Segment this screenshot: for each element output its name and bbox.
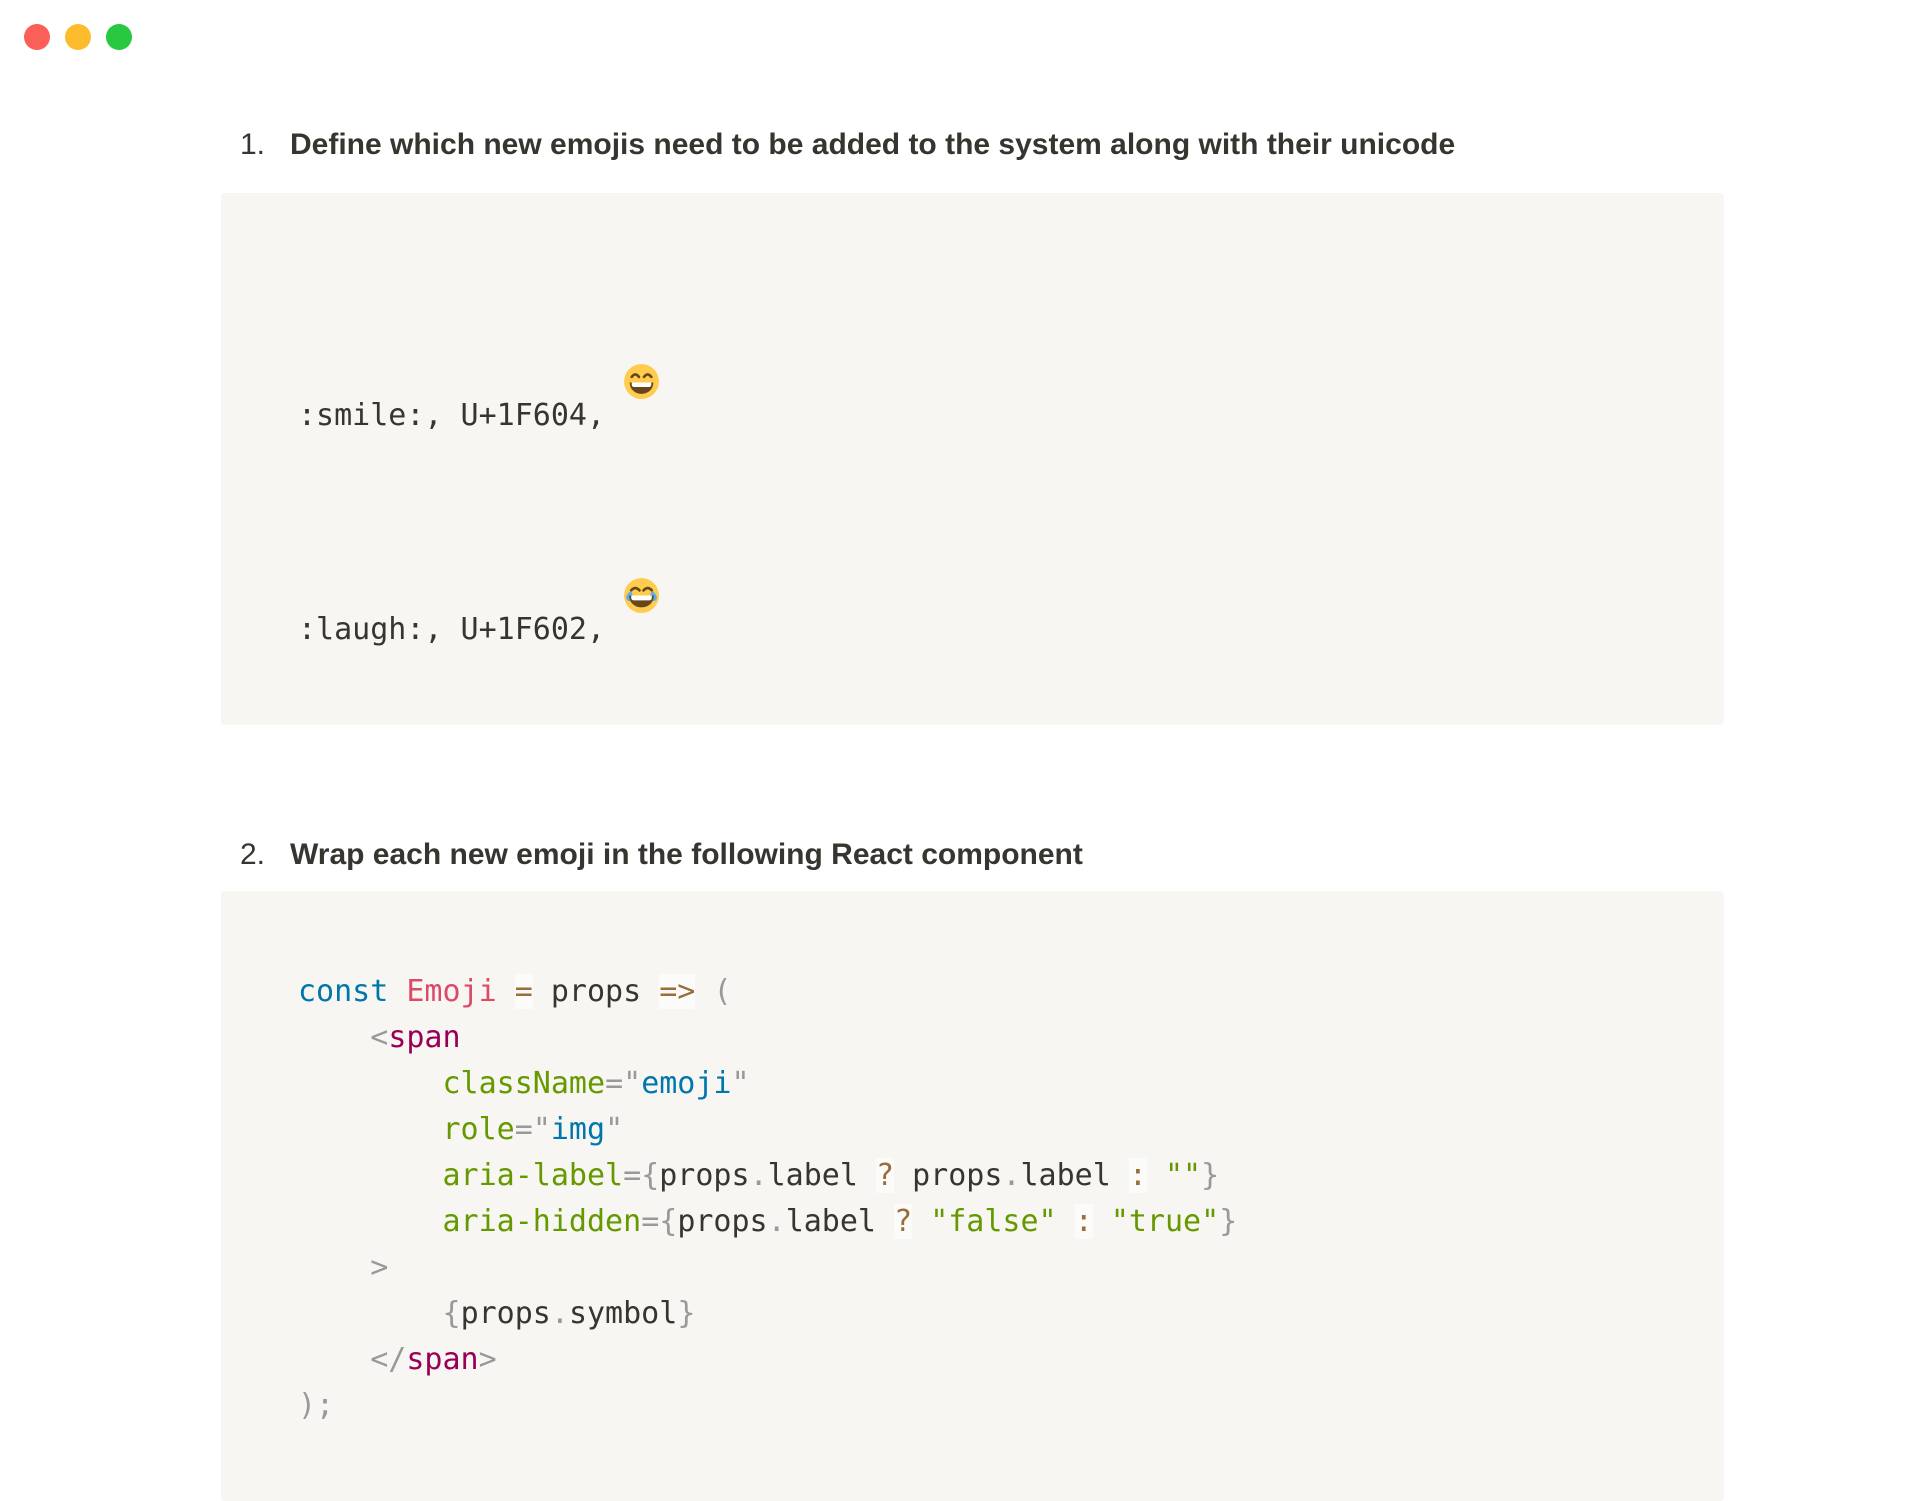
code-line: > bbox=[370, 1250, 389, 1285]
list-item-2-heading: 2. Wrap each new emoji in the following … bbox=[221, 835, 1724, 875]
code-line: role="img" bbox=[442, 1112, 624, 1147]
code-line: <span bbox=[370, 1020, 461, 1055]
laugh-tears-emoji-icon bbox=[623, 485, 660, 613]
code-line: {props.symbol} bbox=[442, 1296, 696, 1331]
list-item-1-heading: 1. Define which new emojis need to be ad… bbox=[221, 125, 1724, 165]
smile-open-emoji-icon bbox=[623, 271, 660, 399]
code-line: const Emoji = props => ( bbox=[298, 974, 732, 1009]
code-line: </span> bbox=[370, 1342, 497, 1377]
code-line: className="emoji" bbox=[442, 1066, 750, 1101]
list-item-2-title: Wrap each new emoji in the following Rea… bbox=[290, 838, 1083, 871]
code-line: :laugh:, U+1F602, bbox=[298, 485, 1664, 653]
code-line: ); bbox=[298, 1388, 335, 1423]
list-item-1-number: 1. bbox=[240, 128, 266, 161]
document: 1. Define which new emojis need to be ad… bbox=[221, 0, 1724, 1501]
window-controls bbox=[24, 24, 132, 50]
list-item-1-title: Define which new emojis need to be added… bbox=[290, 128, 1456, 161]
list-item-2-number: 2. bbox=[240, 838, 266, 871]
code-line bbox=[298, 439, 1664, 485]
code-line: :smile:, U+1F604, bbox=[298, 271, 1664, 439]
zoom-window-button[interactable] bbox=[106, 24, 132, 50]
minimize-window-button[interactable] bbox=[65, 24, 91, 50]
react-component-code-block[interactable]: const Emoji = props => ( <span className… bbox=[221, 891, 1724, 1501]
close-window-button[interactable] bbox=[24, 24, 50, 50]
code-line: aria-hidden={props.label ? "false" : "tr… bbox=[442, 1204, 1238, 1239]
emoji-unicode-code-block[interactable]: :smile:, U+1F604, :laugh:, U+1F602, bbox=[221, 193, 1724, 725]
code-line: aria-label={props.label ? props.label : … bbox=[442, 1158, 1220, 1193]
